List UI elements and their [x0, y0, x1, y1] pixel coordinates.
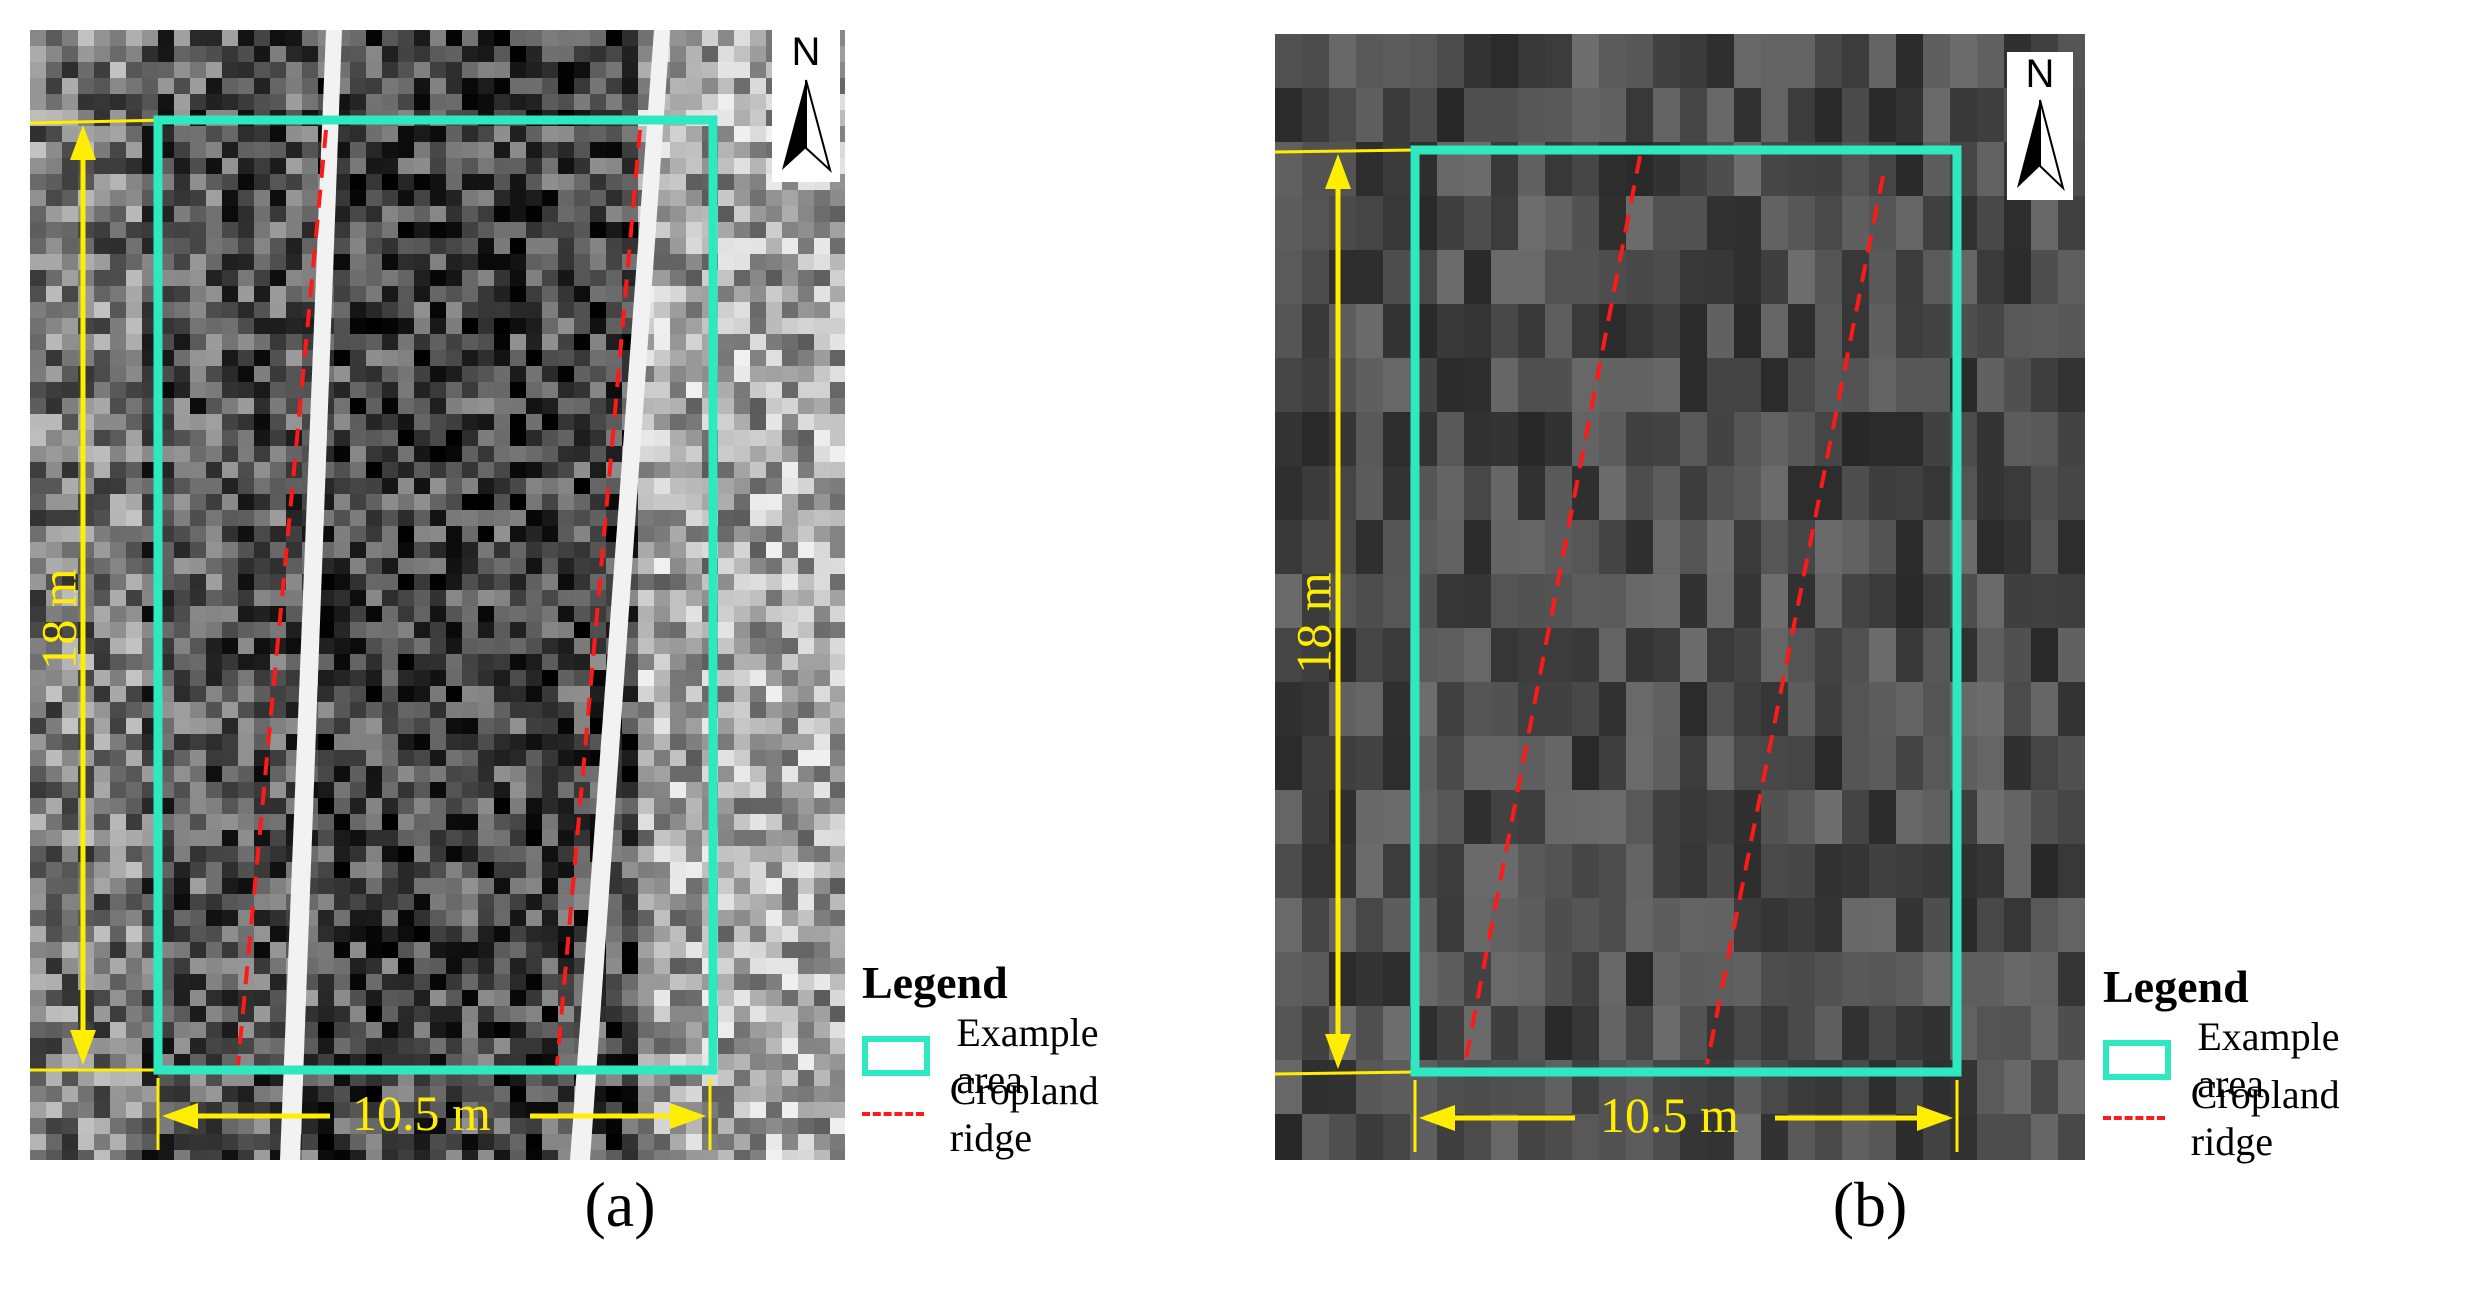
- legend-item-cropland-ridge: Cropland ridge: [862, 1068, 1123, 1160]
- legend-label: Example area: [956, 1010, 1099, 1102]
- legend-title: Legend: [2103, 961, 2249, 1012]
- legend-item-cropland-ridge: Cropland ridge: [2103, 1072, 2364, 1164]
- extent-line: [1275, 148, 1416, 154]
- legend-label: Cropland ridge: [2190, 1072, 2340, 1164]
- legend-title: Legend: [862, 957, 1008, 1008]
- legend-label: Cropland ridge: [949, 1068, 1099, 1160]
- legend-label: Example area: [2197, 1014, 2340, 1106]
- panel-b-image: 18 m 10.5 m N: [1275, 34, 2085, 1160]
- cropland-ridge-line: [236, 129, 328, 1066]
- texture-pixels: [1275, 34, 2085, 1160]
- legend-item-example-area: Example area: [862, 1010, 1123, 1102]
- width-label: 10.5 m: [352, 1085, 491, 1141]
- north-label: N: [2025, 52, 2055, 96]
- cropland-ridge-line: [1705, 175, 1885, 1065]
- arrowhead: [70, 125, 96, 160]
- arrowhead: [1419, 1105, 1455, 1131]
- example-area-box: [1410, 145, 1962, 1077]
- north-arrow: N: [2007, 52, 2073, 200]
- texture-pixels: [30, 30, 845, 1160]
- arrowhead: [70, 1030, 96, 1065]
- caption-a: (a): [584, 1169, 656, 1240]
- example-area-swatch: [862, 1036, 931, 1076]
- example-area-swatch: [2103, 1040, 2172, 1080]
- extent-line: [1275, 1070, 1416, 1076]
- arrowhead: [1325, 1034, 1351, 1069]
- north-arrow: N: [772, 30, 840, 182]
- width-label: 10.5 m: [1600, 1087, 1739, 1143]
- ridge-strip: [280, 30, 342, 1160]
- north-arrow-icon: [2017, 100, 2040, 188]
- legend-item-example-area: Example area: [2103, 1014, 2364, 1106]
- example-area-box: [153, 115, 718, 1075]
- arrowhead: [670, 1103, 706, 1129]
- ridge-strip: [570, 30, 670, 1160]
- arrowhead: [162, 1103, 198, 1129]
- cropland-ridge-swatch: [862, 1112, 924, 1116]
- north-arrow-icon: [782, 80, 806, 170]
- caption-b: (b): [1832, 1169, 1908, 1240]
- north-label: N: [791, 30, 821, 74]
- cropland-ridge-swatch: [2103, 1116, 2165, 1120]
- height-label: 18 m: [30, 568, 87, 670]
- extent-line: [30, 118, 171, 125]
- cropland-ridge-line: [1463, 155, 1642, 1065]
- legend-a: Legend Example area Cropland ridge: [862, 956, 1123, 1160]
- panel-a-image: 18 m 10.5 m N: [30, 30, 845, 1160]
- arrowhead: [1917, 1105, 1953, 1131]
- legend-b: Legend Example area Cropland ridge: [2103, 960, 2364, 1164]
- height-label: 18 m: [1285, 572, 1342, 674]
- arrowhead: [1325, 154, 1351, 189]
- cropland-ridge-line: [555, 129, 642, 1066]
